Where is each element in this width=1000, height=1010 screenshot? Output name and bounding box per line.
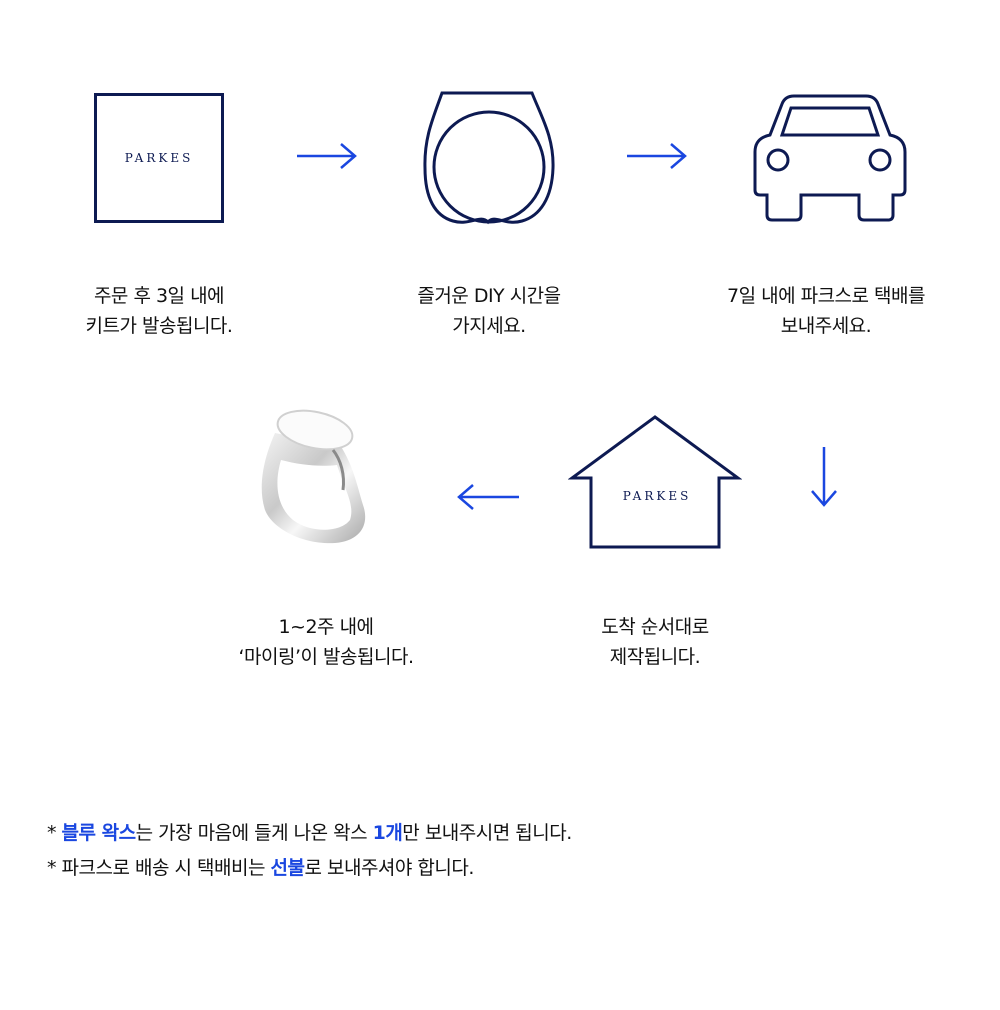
caption-line: 도착 순서대로 <box>601 616 709 638</box>
note-text: 로 보내주셔야 합니다. <box>304 857 474 879</box>
arrow-down-icon <box>811 447 837 507</box>
car-icon <box>753 94 907 222</box>
caption-line: 주문 후 3일 내에 <box>93 285 225 307</box>
note-bullet: * <box>47 822 62 844</box>
arrow-left-icon <box>457 484 519 510</box>
ring-outline-icon <box>423 91 555 225</box>
note-text: 파크스로 배송 시 택배비는 <box>61 857 271 879</box>
note-wax: * 블루 왁스는 가장 마음에 들게 나온 왁스 1개만 보내주시면 됩니다. <box>47 818 572 845</box>
step-5-caption: 1~2주 내에 ‘마이링’이 발송됩니다. <box>176 612 476 672</box>
arrow-right-icon <box>297 143 357 169</box>
caption-line: ‘마이링’이 발송됩니다. <box>238 646 414 668</box>
caption-line: 키트가 발송됩니다. <box>85 315 233 337</box>
highlight-text: 블루 왁스 <box>61 822 137 844</box>
caption-line: 7일 내에 파크스로 택배를 <box>726 285 926 307</box>
silver-ring-photo <box>261 409 366 544</box>
caption-line: 가지세요. <box>452 315 526 337</box>
highlight-text: 1개 <box>372 822 403 844</box>
note-shipping: * 파크스로 배송 시 택배비는 선불로 보내주셔야 합니다. <box>47 853 474 880</box>
arrow-right-icon <box>627 143 687 169</box>
parkes-logo: PARKES <box>622 489 692 503</box>
caption-line: 보내주세요. <box>780 315 872 337</box>
parkes-logo: PARKES <box>124 151 194 165</box>
note-text: 는 가장 마음에 들게 나온 왁스 <box>135 822 373 844</box>
note-bullet: * <box>47 857 62 879</box>
caption-line: 1~2주 내에 <box>278 616 374 638</box>
caption-line: 즐거운 DIY 시간을 <box>417 285 561 307</box>
kit-box-icon: PARKES <box>94 93 224 223</box>
caption-line: 제작됩니다. <box>609 646 701 668</box>
house-icon <box>568 415 742 549</box>
note-text: 만 보내주시면 됩니다. <box>402 822 572 844</box>
highlight-text: 선불 <box>270 857 305 879</box>
